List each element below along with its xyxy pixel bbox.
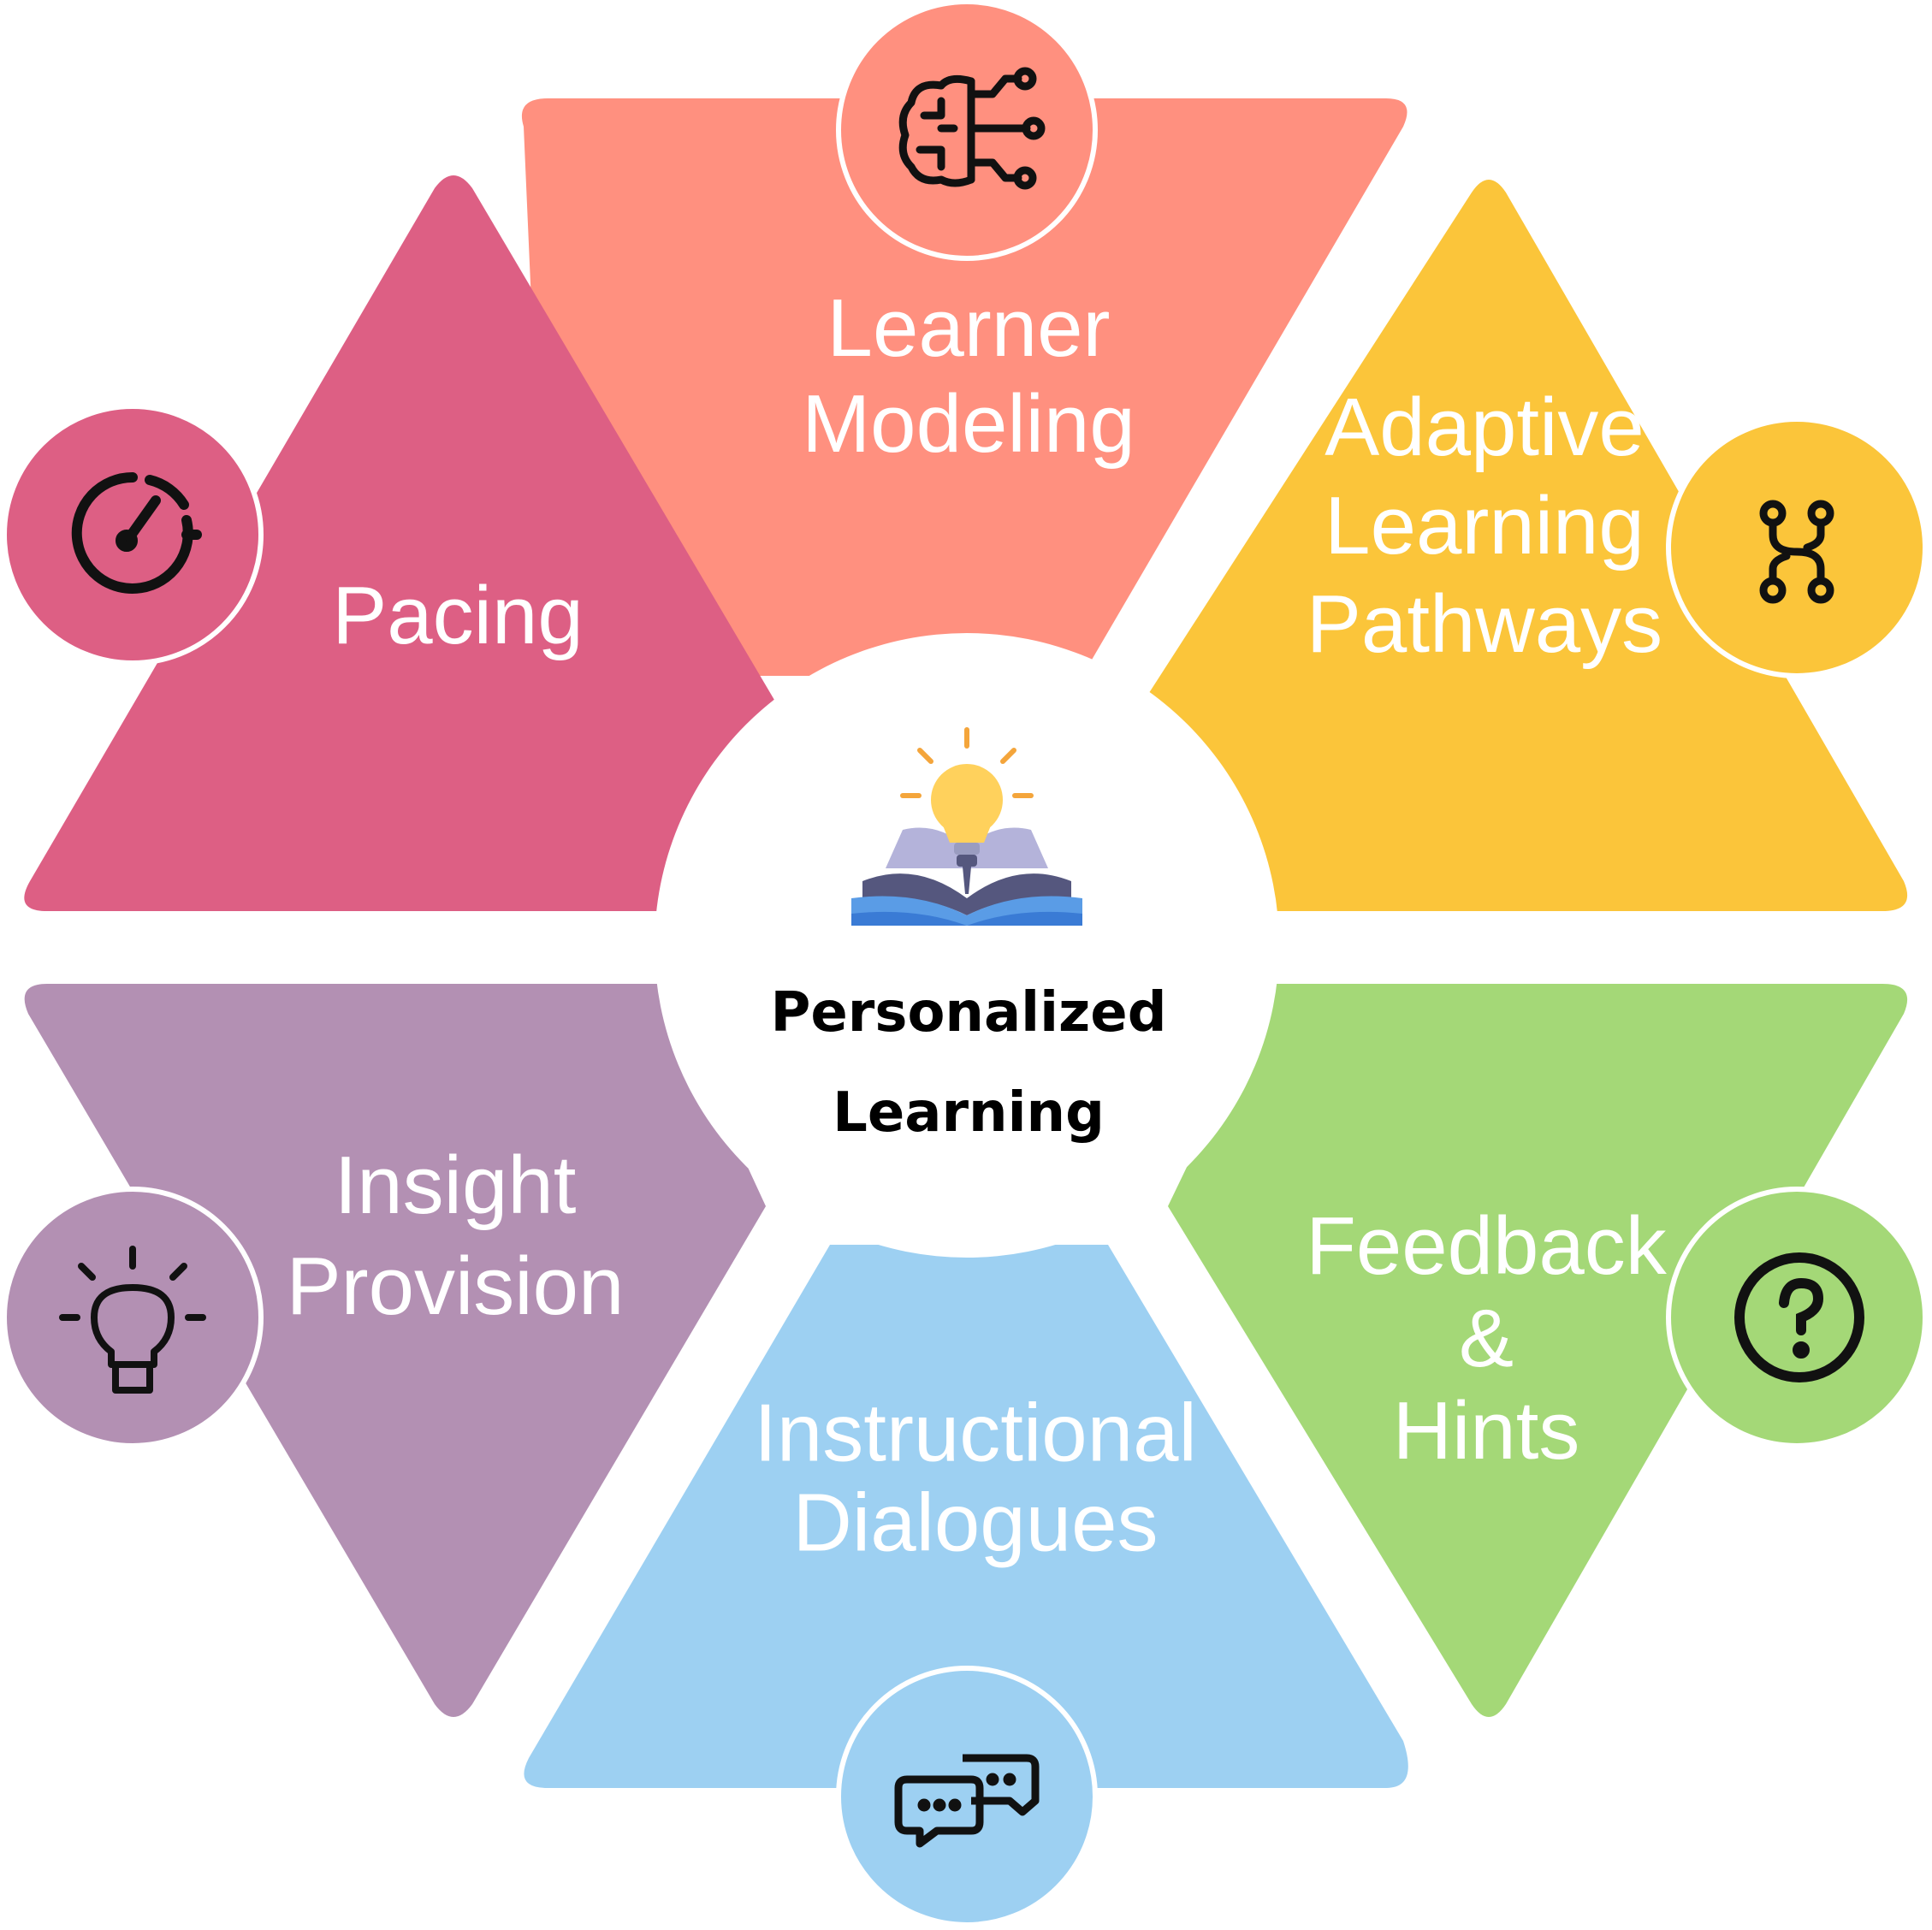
feedback-hints-segment bbox=[1168, 984, 1908, 1717]
insight-provision-label-line-2: Provision bbox=[287, 1240, 625, 1332]
branching-paths-icon bbox=[1759, 500, 1834, 604]
feedback-hints-label-line-2: & bbox=[1459, 1293, 1514, 1384]
lightbulb-icon bbox=[59, 1246, 206, 1394]
question-circle-icon bbox=[1734, 1252, 1864, 1382]
learner-modeling-label-line-2: Modeling bbox=[802, 378, 1135, 470]
adaptive-pathways-icon-badge bbox=[1666, 417, 1928, 678]
center-title-line-1: Personalized bbox=[770, 981, 1166, 1045]
chat-bubbles-icon bbox=[894, 1754, 1040, 1848]
center-circle bbox=[655, 633, 1279, 1258]
learner-modeling-label-line-1: Learner bbox=[827, 282, 1111, 374]
pacing-segment bbox=[24, 175, 784, 911]
insight-provision-segment bbox=[24, 984, 766, 1717]
book-with-lightbulb-icon bbox=[851, 727, 1082, 926]
adaptive-pathways-label-line-2: Learning bbox=[1325, 480, 1645, 571]
instructional-dialogues-segment bbox=[524, 1245, 1408, 1788]
insight-provision-label-line-1: Insight bbox=[335, 1140, 577, 1231]
learner-modeling-icon-badge bbox=[836, 0, 1098, 261]
pacing-label-line-1: Pacing bbox=[332, 570, 584, 661]
instructional-dialogues-icon-badge bbox=[836, 1666, 1098, 1927]
brain-circuit-icon bbox=[898, 67, 1046, 190]
insight-provision-icon-badge bbox=[2, 1187, 264, 1448]
learner-modeling-segment bbox=[521, 98, 1408, 676]
feedback-hints-label-line-3: Hints bbox=[1393, 1385, 1580, 1477]
speedometer-icon bbox=[71, 471, 202, 594]
adaptive-pathways-segment bbox=[1138, 180, 1908, 911]
center-title-line-2: Learning bbox=[833, 1081, 1105, 1145]
adaptive-pathways-label-line-1: Adaptive bbox=[1325, 382, 1645, 473]
feedback-hints-label-line-1: Feedback bbox=[1306, 1200, 1668, 1292]
adaptive-pathways-label-line-3: Pathways bbox=[1307, 578, 1662, 670]
instructional-dialogues-label-line-2: Dialogues bbox=[793, 1477, 1159, 1569]
instructional-dialogues-label-line-1: Instructional bbox=[754, 1388, 1197, 1479]
